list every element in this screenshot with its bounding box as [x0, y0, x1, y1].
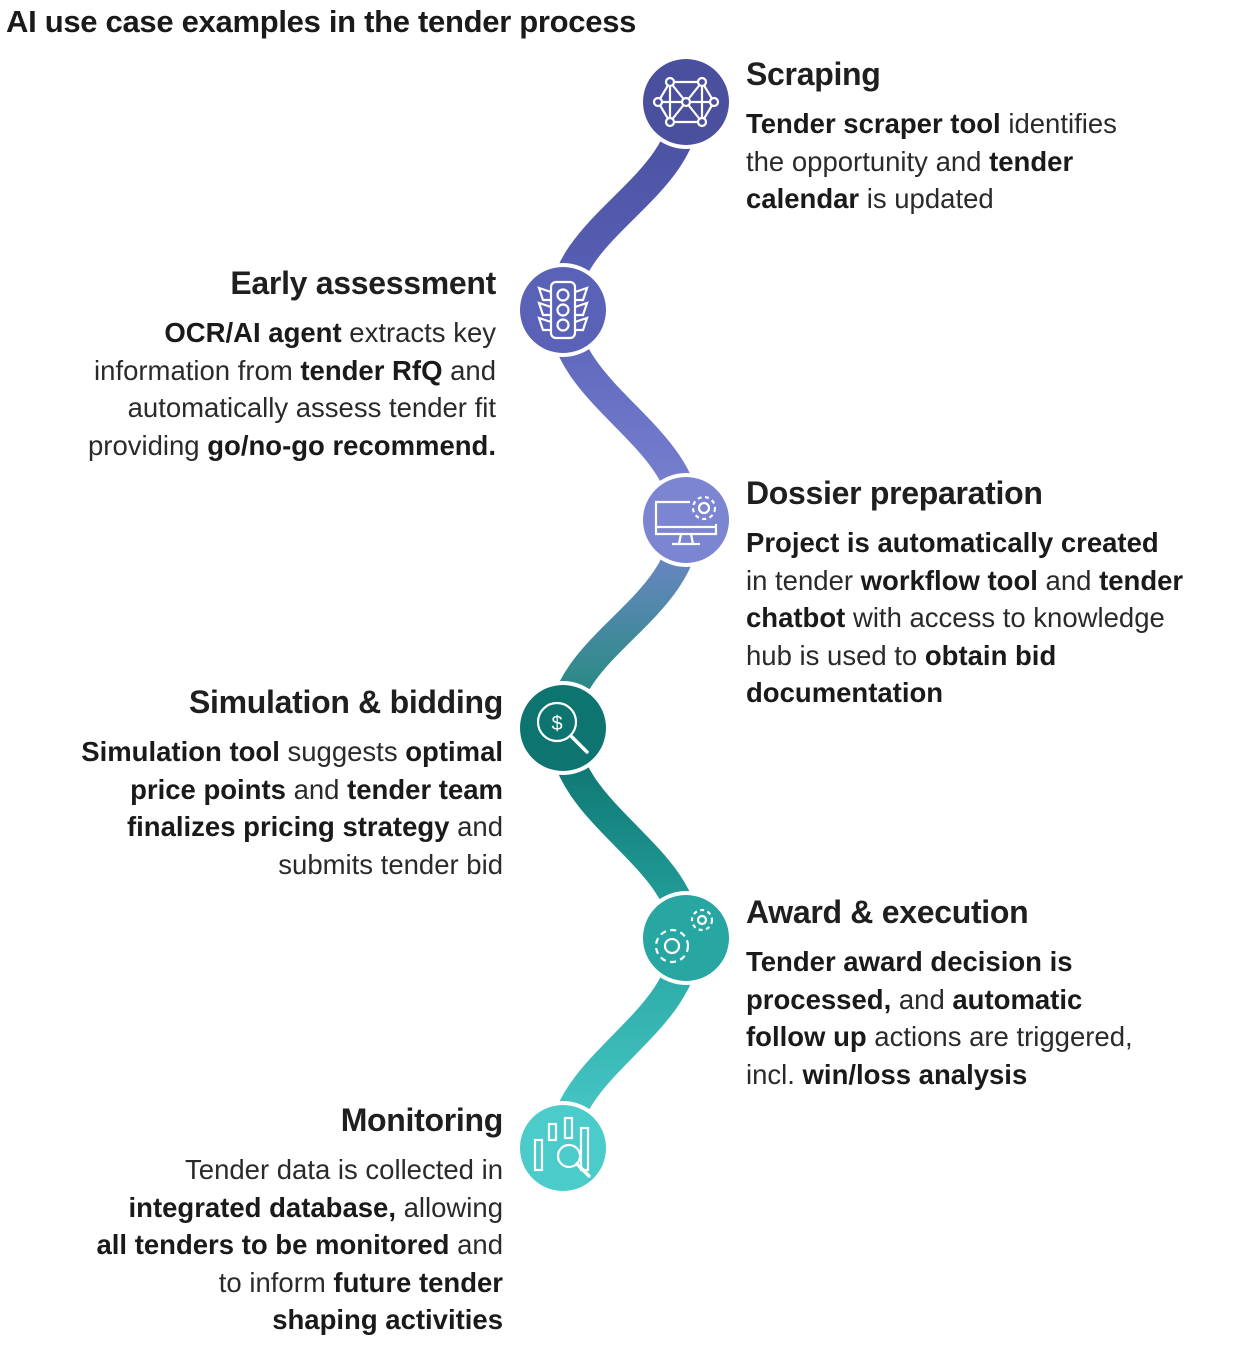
bold-text: price points: [130, 773, 286, 805]
bold-text: follow up: [746, 1021, 867, 1052]
bold-text: Tender scraper tool: [746, 108, 1001, 139]
bold-text: all tenders to be monitored: [96, 1229, 450, 1260]
text-run: automatically assess tender fit: [127, 392, 496, 423]
bold-text: calendar: [746, 183, 860, 214]
text-run: with access to knowledge: [845, 602, 1165, 633]
bold-text: tender: [989, 145, 1074, 177]
step-scraping: Scraping Tender scraper tool identifies t…: [746, 56, 1226, 218]
text-run: identifies: [1000, 108, 1117, 139]
text-run: allowing: [395, 1191, 503, 1223]
connector-line: [547, 87, 702, 1163]
monitor-gear-icon: [654, 495, 718, 546]
simulation-bidding-node: $: [516, 681, 610, 775]
step-description: Tender award decision is processed, and a…: [746, 943, 1226, 1093]
text-run: suggests: [279, 736, 406, 767]
step-description: OCR/AI agent extracts key information fro…: [10, 314, 496, 464]
step-monitoring: Monitoring Tender data is collected in in…: [10, 1102, 504, 1339]
bold-text: processed,: [746, 983, 892, 1015]
bold-text: tender team: [347, 773, 503, 805]
text-run: and: [442, 354, 496, 386]
text-run: in tender: [746, 564, 861, 596]
scraping-node: [639, 55, 733, 149]
monitoring-node: [516, 1101, 610, 1195]
early-assessment-node: [516, 263, 610, 357]
text-run: submits tender bid: [278, 848, 503, 880]
step-award-execution: Award & execution Tender award decision …: [746, 894, 1226, 1093]
svg-text:$: $: [551, 713, 562, 735]
step-heading: Award & execution: [746, 894, 1029, 930]
bold-text: Simulation tool: [81, 736, 280, 767]
text-run: and: [891, 983, 953, 1015]
bold-text: obtain bid: [924, 639, 1057, 671]
dollar-search-icon: $: [536, 701, 589, 754]
bold-text: optimal: [405, 736, 503, 767]
text-run: providing: [88, 429, 208, 461]
bold-text: Tender award decision is: [746, 946, 1073, 977]
chart-search-icon: [533, 1116, 591, 1178]
bold-text: chatbot: [746, 602, 846, 633]
step-dossier-preparation: Dossier preparation Project is automatic…: [746, 475, 1246, 712]
step-heading: Dossier preparation: [746, 475, 1043, 511]
bold-text: tender: [1099, 564, 1184, 596]
text-run: to inform: [218, 1266, 334, 1298]
step-heading: Scraping: [746, 56, 881, 92]
bold-text: go/no-go recommend.: [207, 429, 496, 461]
text-run: and: [1037, 564, 1100, 596]
text-run: and: [449, 1229, 503, 1260]
step-heading: Simulation & bidding: [189, 684, 503, 720]
bold-text: shaping activities: [272, 1304, 503, 1335]
text-run: hub is used to: [746, 639, 925, 671]
traffic-light-icon: [537, 280, 589, 340]
bold-text: finalizes pricing strategy: [127, 811, 450, 842]
dossier-preparation-node: [639, 473, 733, 567]
step-description: Simulation tool suggests optimal price po…: [10, 733, 503, 883]
page-title: AI use case examples in the tender proce…: [6, 4, 637, 39]
award-execution-node: [639, 891, 733, 985]
text-run: Tender data is collected in: [185, 1154, 503, 1185]
bold-text: win/loss analysis: [802, 1058, 1028, 1090]
bold-text: integrated database,: [128, 1191, 396, 1223]
bold-text: documentation: [746, 677, 944, 708]
bold-text: future tender: [333, 1266, 503, 1298]
step-heading: Monitoring: [340, 1102, 504, 1138]
bold-text: OCR/AI agent: [164, 317, 342, 348]
text-run: and: [449, 811, 503, 842]
text-run: and: [285, 773, 348, 805]
text-run: actions are triggered,: [866, 1021, 1133, 1052]
step-simulation-bidding: Simulation & bidding Simulation tool sug…: [10, 684, 503, 883]
step-description: Tender scraper tool identifies the opport…: [746, 105, 1226, 218]
bold-text: automatic: [952, 983, 1083, 1015]
gears-icon: [654, 908, 714, 964]
bold-text: tender RfQ: [300, 354, 443, 386]
bold-text: workflow tool: [860, 564, 1038, 596]
step-early-assessment: Early assessment OCR/AI agent extracts k…: [10, 265, 496, 464]
step-heading: Early assessment: [230, 265, 496, 301]
network-icon: [652, 76, 720, 128]
bold-text: Project is automatically created: [746, 527, 1159, 558]
text-run: incl.: [746, 1058, 803, 1090]
text-run: information from: [94, 354, 301, 386]
text-run: the opportunity and: [746, 145, 990, 177]
step-description: Project is automatically created in tende…: [746, 524, 1246, 712]
text-run: extracts key: [341, 317, 496, 348]
step-description: Tender data is collected in integrated da…: [10, 1151, 504, 1339]
text-run: is updated: [859, 183, 994, 214]
